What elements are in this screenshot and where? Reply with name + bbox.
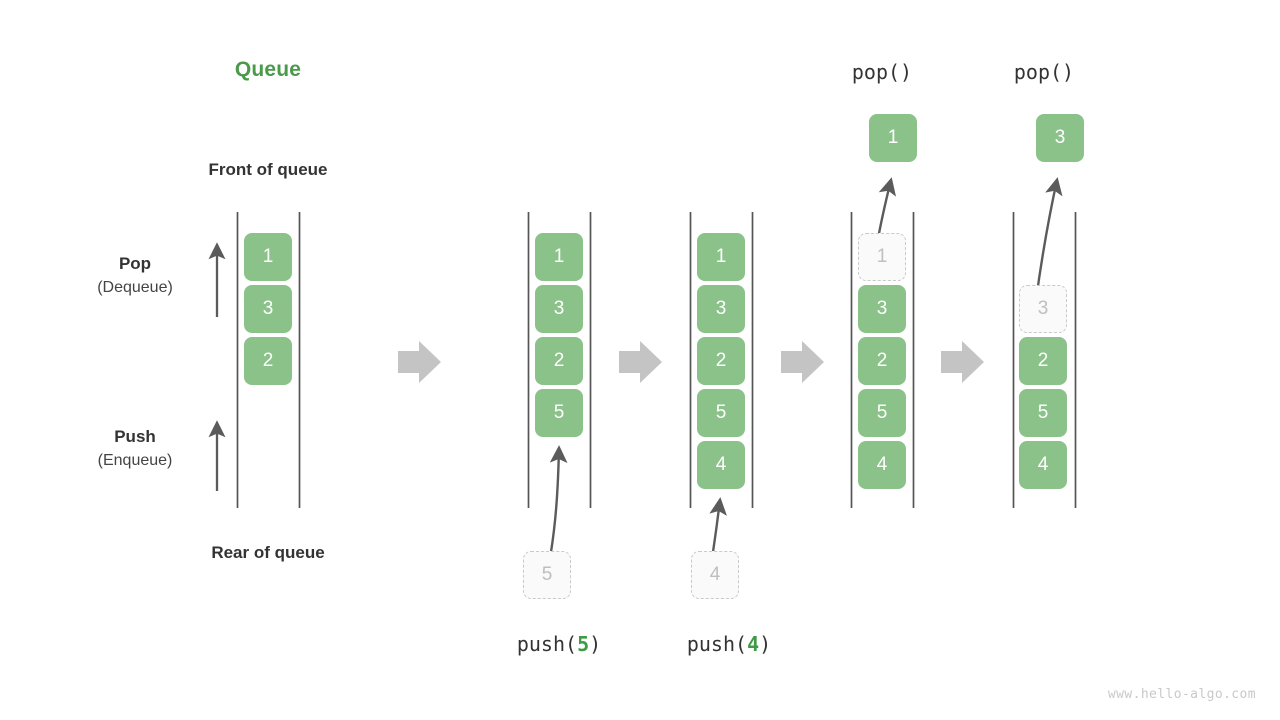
vacated-ghost-cell[interactable]: 3 (1019, 285, 1067, 333)
caption-prefix: push( (686, 632, 748, 656)
pop-label-line2: (Dequeue) (97, 279, 173, 296)
push-label-line1: Push (114, 427, 156, 446)
panel-caption-pop-1: pop() (851, 60, 913, 84)
pop-label-line1: Pop (118, 254, 152, 273)
page-title: Queue (234, 58, 302, 81)
queue-cell[interactable]: 4 (858, 441, 906, 489)
pop-direction-label: Pop (Dequeue) (60, 252, 210, 300)
queue-cell[interactable]: 5 (1019, 389, 1067, 437)
rear-of-queue-label: Rear of queue (211, 543, 325, 562)
push-flow-arrow-4-icon (709, 497, 727, 553)
queue-cell[interactable]: 1 (535, 233, 583, 281)
transition-arrow-4-icon (941, 341, 984, 383)
caption-suffix: ) (589, 632, 602, 656)
transition-arrow-2-icon (619, 341, 662, 383)
panel-rails (236, 212, 1077, 508)
front-of-queue-label: Front of queue (208, 160, 328, 179)
popped-cell[interactable]: 1 (869, 114, 917, 162)
queue-cell[interactable]: 5 (535, 389, 583, 437)
push-flow-arrow-5-icon (549, 445, 568, 553)
queue-cell[interactable]: 4 (1019, 441, 1067, 489)
push-direction-label: Push (Enqueue) (60, 425, 210, 473)
queue-cell[interactable]: 1 (697, 233, 745, 281)
transition-arrow-1-icon (398, 341, 441, 383)
queue-cell[interactable]: 3 (535, 285, 583, 333)
incoming-ghost-cell[interactable]: 4 (691, 551, 739, 599)
caption-suffix: ) (759, 632, 772, 656)
queue-cell[interactable]: 5 (697, 389, 745, 437)
queue-cell[interactable]: 3 (244, 285, 292, 333)
watermark: www.hello-algo.com (1107, 687, 1256, 702)
queue-cell[interactable]: 3 (697, 285, 745, 333)
queue-cell[interactable]: 2 (858, 337, 906, 385)
panel-caption-push-5: push(5) (459, 632, 659, 656)
queue-cell[interactable]: 4 (697, 441, 745, 489)
queue-cell[interactable]: 2 (697, 337, 745, 385)
queue-cell[interactable]: 3 (858, 285, 906, 333)
queue-cell[interactable]: 2 (244, 337, 292, 385)
queue-cell[interactable]: 2 (535, 337, 583, 385)
pop-flow-arrow-3-icon (1034, 177, 1063, 301)
queue-cell[interactable]: 5 (858, 389, 906, 437)
caption-value: 4 (747, 632, 760, 656)
transition-arrow-3-icon (781, 341, 824, 383)
queue-cell[interactable]: 2 (1019, 337, 1067, 385)
caption-value: 5 (577, 632, 590, 656)
incoming-ghost-cell[interactable]: 5 (523, 551, 571, 599)
panel-caption-pop-3: pop() (1013, 60, 1075, 84)
queue-cell[interactable]: 1 (244, 233, 292, 281)
push-label-line2: (Enqueue) (97, 452, 173, 469)
panel-caption-push-4: push(4) (629, 632, 829, 656)
vacated-ghost-cell[interactable]: 1 (858, 233, 906, 281)
popped-cell[interactable]: 3 (1036, 114, 1084, 162)
caption-prefix: push( (516, 632, 578, 656)
